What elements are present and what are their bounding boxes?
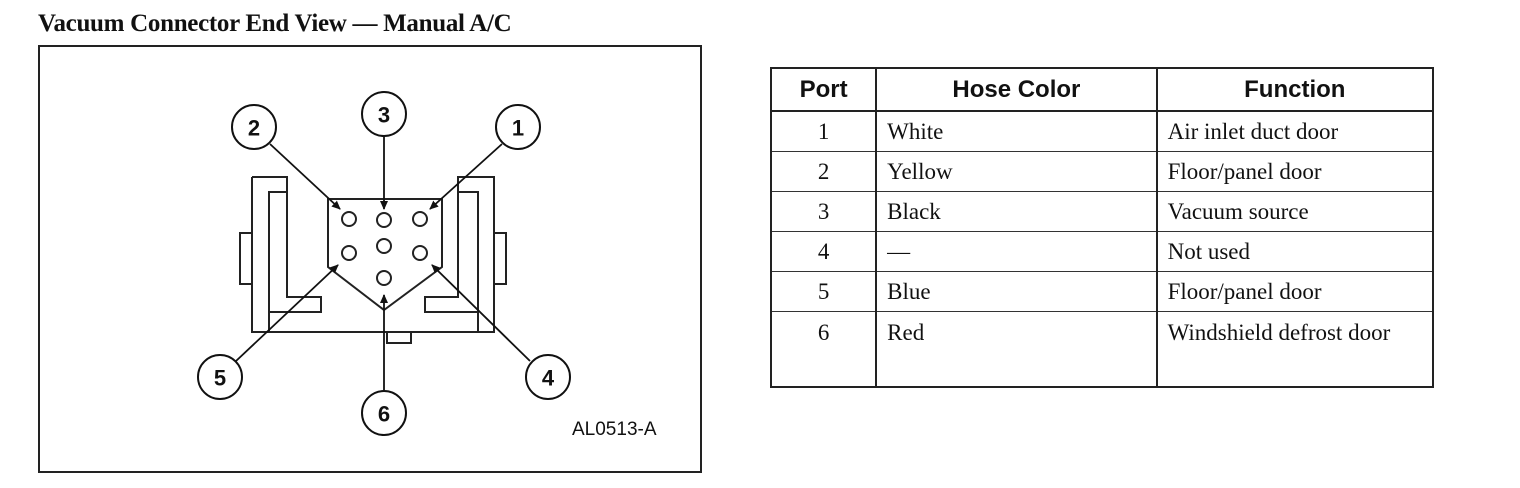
callout-5-circle — [197, 354, 243, 400]
connector-diagram: 2 3 1 5 4 6 AL0513-A — [38, 45, 702, 473]
cell-port: 1 — [769, 110, 878, 152]
cell-function: Floor/panel door — [1155, 151, 1435, 192]
port-6-hole — [376, 270, 392, 286]
cell-hose-color: Blue — [875, 271, 1158, 312]
header-function: Function — [1155, 67, 1435, 112]
cell-port: 6 — [769, 311, 878, 388]
cell-hose-color: White — [875, 110, 1158, 152]
connector-housing — [239, 176, 507, 344]
diagram-title: Vacuum Connector End View — Manual A/C — [38, 10, 512, 37]
table-row: 2 Yellow Floor/panel door — [769, 151, 1435, 192]
callout-4-label: 4 — [542, 366, 555, 391]
callout-3-label: 3 — [378, 103, 390, 128]
table-header-row: Port Hose Color Function — [769, 67, 1435, 112]
port-table: Port Hose Color Function 1 White Air inl… — [769, 67, 1435, 388]
callout-5-label: 5 — [214, 366, 226, 391]
callout-3-circle — [361, 91, 407, 137]
cell-hose-color: Red — [875, 311, 1158, 388]
leader-1 — [429, 143, 503, 210]
port-center-hole — [376, 238, 392, 254]
callout-6-circle — [361, 390, 407, 436]
leader-2 — [269, 143, 341, 210]
callout-4-circle — [525, 354, 571, 400]
callout-1-circle — [495, 104, 541, 150]
callout-2-label: 2 — [248, 116, 260, 141]
port-2-hole — [341, 211, 357, 227]
cell-port: 4 — [769, 231, 878, 272]
table-row: 4 — Not used — [769, 231, 1435, 272]
leader-5 — [235, 264, 339, 362]
cell-port: 3 — [769, 191, 878, 232]
table-row: 1 White Air inlet duct door — [769, 110, 1435, 152]
port-5-hole — [341, 245, 357, 261]
header-port: Port — [769, 67, 878, 112]
table-row: 6 Red Windshield defrost door — [769, 311, 1435, 388]
cell-port: 5 — [769, 271, 878, 312]
cell-function: Not used — [1155, 231, 1435, 272]
callout-6-label: 6 — [378, 402, 390, 427]
cell-function: Air inlet duct door — [1155, 110, 1435, 152]
port-4-hole — [412, 245, 428, 261]
table-row: 5 Blue Floor/panel door — [769, 271, 1435, 312]
callout-2-circle — [231, 104, 277, 150]
table-row: 3 Black Vacuum source — [769, 191, 1435, 232]
cell-hose-color: Yellow — [875, 151, 1158, 192]
cell-function: Vacuum source — [1155, 191, 1435, 232]
cell-port: 2 — [769, 151, 878, 192]
connector-drawing: 2 3 1 5 4 6 — [197, 91, 571, 436]
cell-function: Floor/panel door — [1155, 271, 1435, 312]
port-3-hole — [376, 212, 392, 228]
leader-4 — [431, 264, 531, 362]
callout-1-label: 1 — [512, 116, 524, 141]
port-1-hole — [412, 211, 428, 227]
cell-hose-color: Black — [875, 191, 1158, 232]
cell-hose-color: — — [875, 231, 1158, 272]
header-hose-color: Hose Color — [875, 67, 1158, 112]
figure-code: AL0513-A — [572, 419, 657, 440]
cell-function: Windshield defrost door — [1155, 311, 1435, 388]
vacuum-ports — [341, 211, 428, 286]
